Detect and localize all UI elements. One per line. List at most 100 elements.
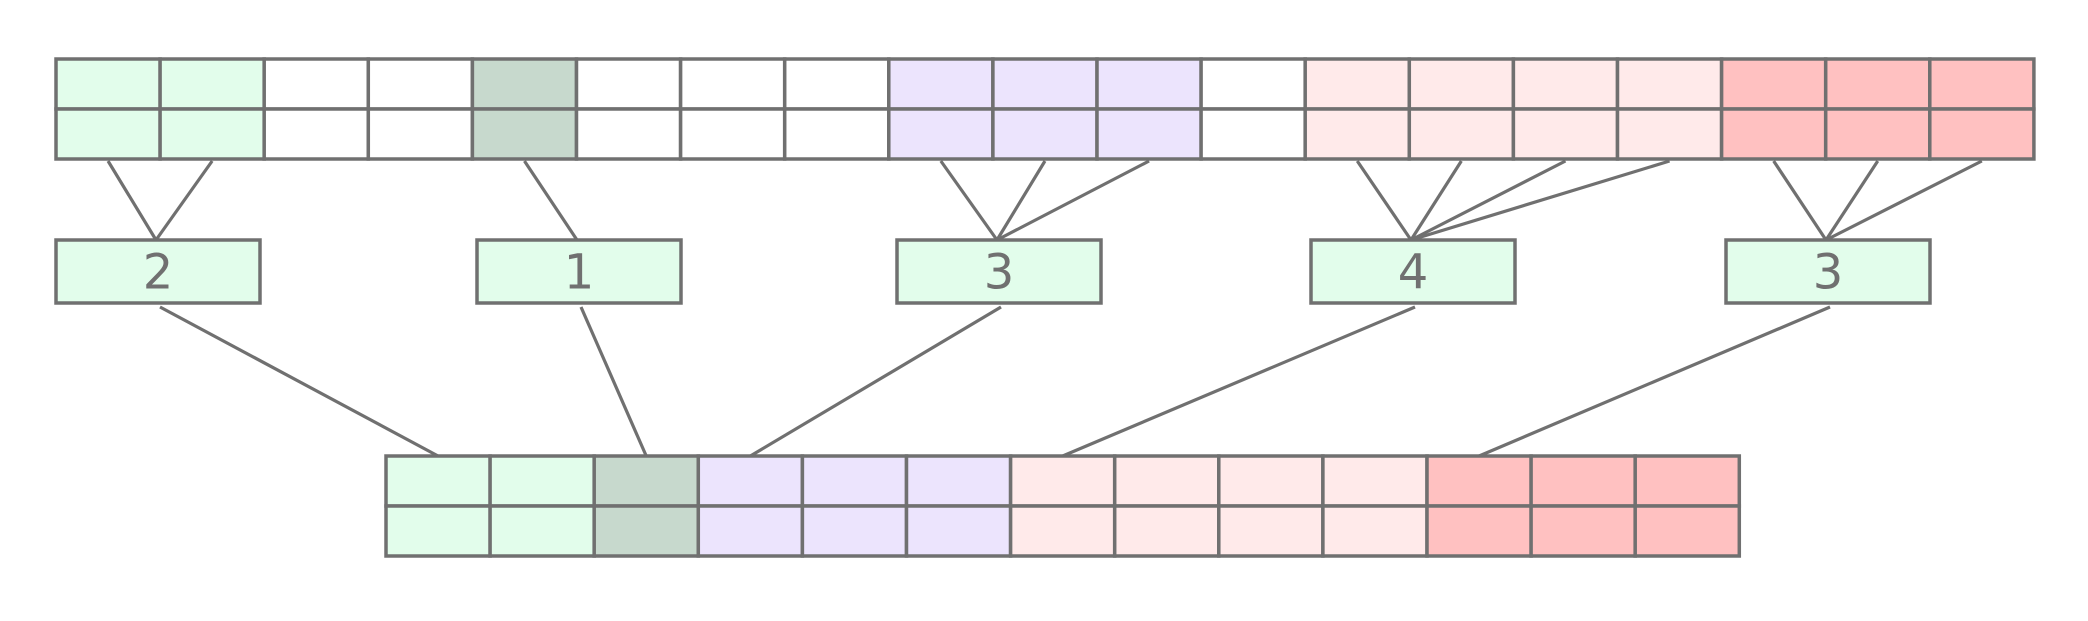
count-label: 4 bbox=[1398, 245, 1429, 301]
input-cell bbox=[1199, 57, 1307, 111]
input-cell bbox=[1719, 57, 1828, 111]
output-cell bbox=[1217, 504, 1325, 558]
count-box-frame bbox=[54, 238, 262, 305]
output-cell bbox=[488, 504, 596, 558]
output-connector bbox=[749, 305, 1002, 458]
input-cell bbox=[1928, 57, 2036, 111]
input-cell bbox=[1407, 107, 1516, 161]
input-cell bbox=[54, 107, 162, 161]
output-cell bbox=[1008, 504, 1117, 558]
count-box-frame bbox=[895, 238, 1103, 305]
input-cell bbox=[1615, 57, 1724, 111]
input-cell bbox=[1199, 107, 1307, 161]
source-connector bbox=[1772, 160, 1828, 241]
input-cell bbox=[1303, 107, 1412, 161]
source-connector bbox=[1825, 159, 1983, 242]
output-cell bbox=[1321, 454, 1429, 508]
output-cell bbox=[1529, 454, 1637, 508]
count-label: 2 bbox=[143, 245, 174, 301]
output-cell bbox=[1425, 504, 1533, 558]
input-cell bbox=[1511, 57, 1620, 111]
input-cell bbox=[262, 57, 371, 111]
input-cell bbox=[782, 57, 891, 111]
source-connector bbox=[996, 159, 1150, 242]
output-cell bbox=[1217, 454, 1325, 508]
count-box-frame bbox=[1724, 238, 1932, 305]
output-grid bbox=[384, 454, 1742, 558]
output-connector bbox=[579, 306, 648, 457]
input-cell bbox=[991, 57, 1099, 111]
output-cell bbox=[904, 454, 1013, 508]
source-connector bbox=[1410, 159, 1671, 242]
count-box-frame bbox=[475, 238, 683, 305]
input-cell bbox=[1303, 57, 1412, 111]
output-cell bbox=[1633, 504, 1742, 558]
source-connector bbox=[523, 160, 579, 241]
input-cell bbox=[887, 107, 995, 161]
output-cell bbox=[592, 454, 701, 508]
input-cell bbox=[1719, 107, 1828, 161]
input-cell bbox=[1928, 107, 2036, 161]
input-cell bbox=[1823, 107, 1932, 161]
source-connector bbox=[1409, 160, 1463, 241]
output-cell bbox=[800, 454, 909, 508]
output-cell bbox=[696, 504, 805, 558]
source-connector bbox=[939, 160, 999, 241]
output-connector bbox=[1478, 305, 1831, 458]
output-cell bbox=[904, 504, 1013, 558]
output-cell bbox=[384, 454, 492, 508]
output-cell bbox=[1321, 504, 1429, 558]
count-box: 1 bbox=[475, 238, 683, 305]
count-label: 3 bbox=[984, 245, 1015, 301]
input-cell bbox=[574, 57, 683, 111]
count-box: 3 bbox=[895, 238, 1103, 305]
source-connector bbox=[1824, 160, 1880, 241]
input-cell bbox=[887, 57, 995, 111]
count-box-frame bbox=[1309, 238, 1517, 305]
input-cell bbox=[470, 57, 579, 111]
input-grid bbox=[54, 57, 2036, 161]
source-connector bbox=[154, 160, 214, 241]
count-label: 1 bbox=[564, 245, 595, 301]
source-connector bbox=[1410, 159, 1567, 242]
input-cell bbox=[262, 107, 371, 161]
input-cell bbox=[1615, 107, 1724, 161]
output-cell bbox=[1425, 454, 1533, 508]
output-cell bbox=[1008, 454, 1117, 508]
input-cell bbox=[54, 57, 162, 111]
count-box: 4 bbox=[1309, 238, 1517, 305]
input-cell bbox=[158, 107, 266, 161]
count-label: 3 bbox=[1813, 245, 1844, 301]
count-box: 2 bbox=[54, 238, 262, 305]
output-cell bbox=[696, 454, 805, 508]
input-cell bbox=[1823, 57, 1932, 111]
output-cell bbox=[384, 504, 492, 558]
count-box: 3 bbox=[1724, 238, 1932, 305]
input-cell bbox=[1095, 107, 1203, 161]
input-cell bbox=[1511, 107, 1620, 161]
output-connector bbox=[1062, 305, 1416, 458]
input-cell bbox=[1407, 57, 1516, 111]
output-cell bbox=[592, 504, 701, 558]
output-cell bbox=[1112, 454, 1221, 508]
output-cell bbox=[800, 504, 909, 558]
source-connector bbox=[1355, 160, 1413, 241]
input-cell bbox=[366, 57, 475, 111]
input-cell bbox=[574, 107, 683, 161]
connectors bbox=[106, 159, 1983, 458]
input-cell bbox=[158, 57, 266, 111]
input-cell bbox=[678, 107, 787, 161]
input-cell bbox=[1095, 57, 1203, 111]
input-cell bbox=[366, 107, 475, 161]
input-cell bbox=[991, 107, 1099, 161]
source-connector bbox=[106, 160, 158, 241]
input-cell bbox=[470, 107, 579, 161]
source-connector bbox=[995, 160, 1047, 241]
output-cell bbox=[1529, 504, 1637, 558]
output-cell bbox=[1112, 504, 1221, 558]
output-cell bbox=[488, 454, 596, 508]
input-cell bbox=[678, 57, 787, 111]
input-cell bbox=[782, 107, 891, 161]
count-boxes: 2 1 3 4 3 bbox=[54, 238, 1932, 305]
